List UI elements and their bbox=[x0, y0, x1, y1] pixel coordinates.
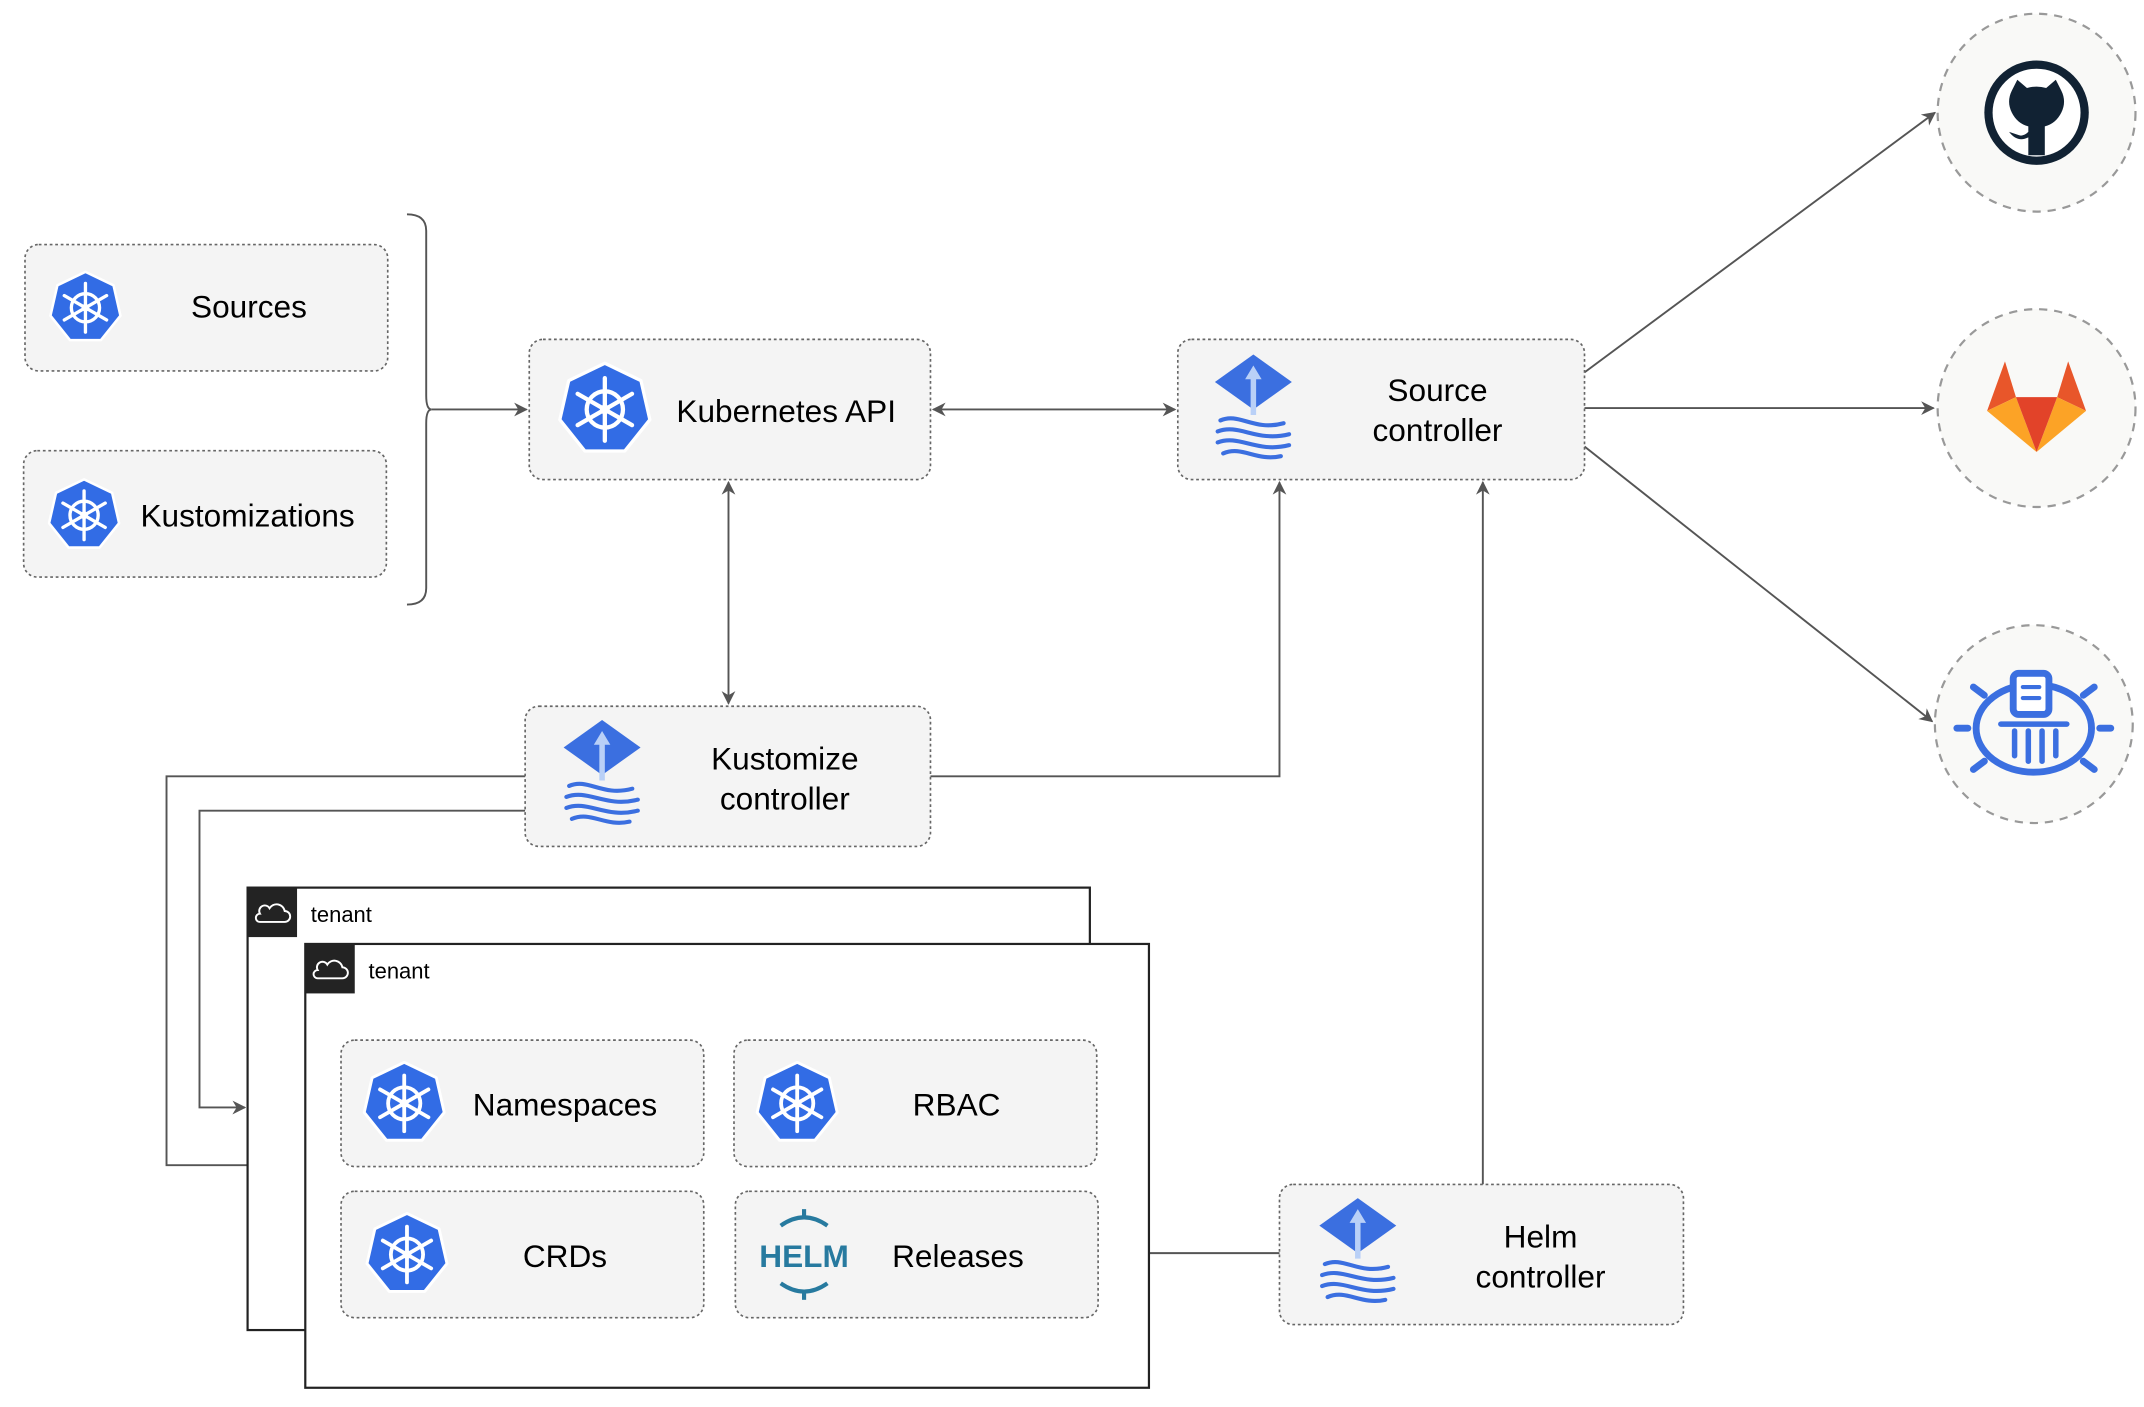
kubernetes-api-label: Kubernetes API bbox=[676, 393, 896, 429]
arrow-kustomize-to-source bbox=[930, 480, 1287, 778]
gitlab-node[interactable] bbox=[1936, 308, 2137, 509]
github-node[interactable] bbox=[1936, 12, 2137, 213]
helm-icon: HELM bbox=[759, 1209, 849, 1300]
svg-text:HELM: HELM bbox=[759, 1238, 849, 1274]
arrow-kustomize-to-tenant-back bbox=[198, 809, 526, 1115]
arrow-source-to-helm-repo bbox=[1583, 445, 1934, 723]
source-controller-label-2: controller bbox=[1373, 412, 1503, 448]
kustomize-controller-label-2: controller bbox=[720, 780, 850, 816]
cloud-icon bbox=[312, 959, 349, 980]
grouping-brace bbox=[406, 213, 432, 606]
sources-label: Sources bbox=[191, 288, 307, 324]
namespaces-node[interactable]: Namespaces bbox=[340, 1039, 705, 1168]
helm-controller-label-1: Helm bbox=[1504, 1219, 1578, 1255]
crds-label: CRDs bbox=[523, 1238, 607, 1274]
kustomizations-label: Kustomizations bbox=[140, 497, 354, 533]
arrow-source-to-github bbox=[1583, 111, 1936, 374]
kustomize-controller-node[interactable]: Kustomize controller bbox=[524, 705, 932, 848]
tenant-label: tenant bbox=[369, 958, 430, 983]
helm-controller-label-2: controller bbox=[1476, 1258, 1606, 1294]
gitlab-icon bbox=[1987, 361, 2087, 453]
rbac-node[interactable]: RBAC bbox=[733, 1039, 1098, 1168]
source-controller-label-1: Source bbox=[1387, 372, 1487, 408]
rbac-label: RBAC bbox=[913, 1087, 1001, 1123]
kustomize-controller-label-1: Kustomize bbox=[711, 740, 858, 776]
tenant-label: tenant bbox=[311, 902, 372, 927]
source-controller-node[interactable]: Source controller bbox=[1176, 338, 1586, 481]
helm-repository-icon bbox=[1953, 669, 2115, 776]
crds-node[interactable]: CRDs bbox=[340, 1190, 705, 1319]
kubernetes-api-node[interactable]: Kubernetes API bbox=[528, 338, 932, 481]
github-icon bbox=[1984, 60, 2089, 165]
releases-node[interactable]: HELM Releases bbox=[734, 1190, 1099, 1319]
helm-repository-node[interactable] bbox=[1933, 624, 2134, 825]
kustomizations-node[interactable]: Kustomizations bbox=[22, 449, 388, 578]
namespaces-label: Namespaces bbox=[473, 1087, 657, 1123]
releases-label: Releases bbox=[892, 1238, 1024, 1274]
tenant-group-front[interactable]: tenant Namespaces RBAC CRDs HELM Release… bbox=[304, 942, 1151, 1389]
sources-node[interactable]: Sources bbox=[24, 243, 389, 372]
arrow-kustomize-to-tenant-front bbox=[165, 775, 526, 1173]
helm-controller-node[interactable]: Helm controller bbox=[1278, 1183, 1685, 1326]
cloud-icon bbox=[254, 903, 292, 923]
